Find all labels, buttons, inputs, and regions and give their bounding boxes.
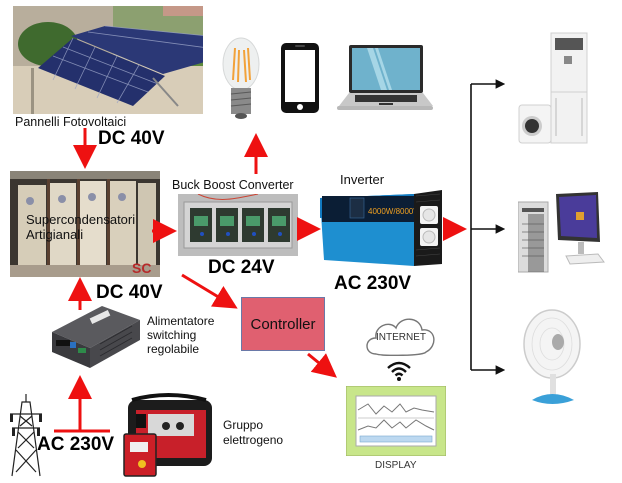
arrow-buckboost-to-controller [181, 273, 238, 309]
display-panel [345, 385, 447, 457]
table-fan-icon [520, 308, 584, 408]
supercapacitors-badge: SC [132, 260, 152, 276]
buck-boost-label: Buck Boost Converter [172, 178, 294, 192]
wifi-icon [386, 360, 412, 382]
inverter-voltage-label: AC 230V [334, 273, 412, 294]
buck-boost-voltage-label: DC 24V [208, 257, 275, 278]
controller-box: Controller [241, 297, 325, 351]
generator-image [122, 392, 214, 478]
buck-boost-image [178, 194, 298, 256]
display-label: DISPLAY [375, 460, 417, 471]
solar-panels-image [13, 6, 203, 114]
inverter-power-text: 4000W/8000W [368, 207, 421, 216]
grid-voltage-label: AC 230V [37, 434, 115, 455]
supercapacitors-image [10, 171, 160, 277]
internet-label: INTERNET [376, 332, 426, 343]
inverter-label: Inverter [340, 172, 385, 187]
laptop-icon [337, 44, 433, 114]
supercapacitors-label-line1: Supercondensatori [26, 212, 136, 227]
arrow-controller-to-display [307, 352, 337, 378]
inverter-image: 4000W/8000W [318, 184, 444, 270]
power-supply-voltage-label: DC 40V [96, 282, 163, 303]
controller-label: Controller [250, 315, 316, 333]
generator-label-line2: elettrogeno [223, 433, 284, 447]
light-bulb-icon [222, 36, 260, 122]
power-supply-image [42, 304, 140, 370]
power-supply-label-line3: regolabile [147, 342, 200, 356]
power-tower-icon [8, 392, 44, 478]
solar-voltage-label: DC 40V [98, 128, 165, 149]
internet-cloud-icon [362, 312, 438, 358]
washing-machine-icon [518, 104, 552, 144]
power-supply-label-line1: Alimentatore [147, 314, 215, 328]
solar-panels-label: Pannelli Fotovoltaici [15, 115, 127, 129]
power-supply-label-line2: switching [147, 328, 197, 342]
smartphone-icon [280, 42, 320, 114]
desktop-computer-icon [517, 190, 614, 276]
air-conditioner-icon [550, 32, 588, 144]
generator-label-line1: Gruppo [223, 418, 264, 432]
supercapacitors-label-line2: Artigianali [26, 227, 84, 242]
